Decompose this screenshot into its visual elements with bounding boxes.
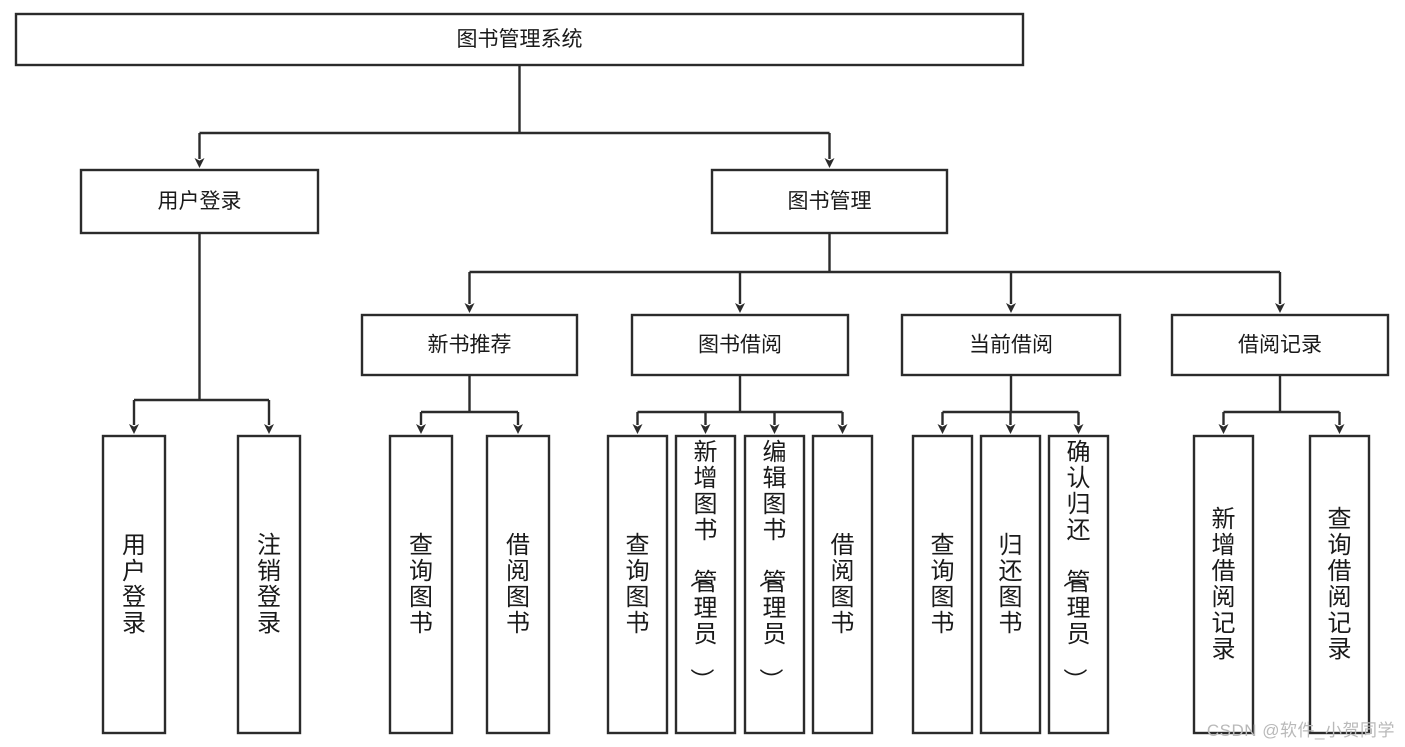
node-label: 查询图书 [626,532,650,637]
node-leaf-4[interactable]: 查询图书 [606,434,669,735]
node-label: 新增借阅记录 [1212,506,1236,663]
node-leaf-3[interactable]: 借阅图书 [485,434,551,735]
node-box [388,434,454,735]
node-leaf-0[interactable]: 用户登录 [101,434,167,735]
node-leaf-11[interactable]: 新增借阅记录 [1192,434,1255,735]
node-box [485,434,551,735]
node-box [674,434,737,735]
node-leaf-8[interactable]: 查询图书 [911,434,974,735]
node-l2-1[interactable]: 图书管理 [710,168,949,235]
node-leaf-2[interactable]: 查询图书 [388,434,454,735]
node-box [630,313,850,377]
node-leaf-10[interactable]: 确认归还（管理员） [1047,434,1110,735]
node-label: 当前借阅 [969,334,1053,357]
node-box [1192,434,1255,735]
node-leaf-12[interactable]: 查询借阅记录 [1308,434,1371,735]
node-box [1047,434,1110,735]
node-label: 用户登录 [158,190,242,213]
node-leaf-1[interactable]: 注销登录 [236,434,302,735]
node-label: 查询图书 [409,532,433,637]
node-leaf-6[interactable]: 编辑图书（管理员） [743,434,806,735]
node-label: 归还图书 [999,532,1023,637]
node-leaf-7[interactable]: 借阅图书 [811,434,874,735]
node-l2-0[interactable]: 用户登录 [79,168,320,235]
node-label: 查询图书 [931,532,955,637]
node-box [911,434,974,735]
node-l3-2[interactable]: 当前借阅 [900,313,1122,377]
node-root-0[interactable]: 图书管理系统 [14,12,1025,67]
node-layer: 图书管理系统用户登录图书管理新书推荐图书借阅当前借阅借阅记录用户登录注销登录查询… [14,12,1390,735]
node-label: 新书推荐 [428,334,512,357]
node-leaf-9[interactable]: 归还图书 [979,434,1042,735]
node-label: 图书管理系统 [457,28,583,51]
node-box [900,313,1122,377]
node-label: 注销登录 [257,532,281,637]
node-leaf-5[interactable]: 新增图书（管理员） [674,434,737,735]
node-label: 新增图书（管理员） [688,439,718,692]
node-box [811,434,874,735]
node-label: 确认归还（管理员） [1061,439,1091,692]
node-box [979,434,1042,735]
node-label: 编辑图书（管理员） [757,439,787,692]
node-l3-0[interactable]: 新书推荐 [360,313,579,377]
node-box [101,434,167,735]
node-label: 图书借阅 [698,334,782,357]
node-box [1170,313,1390,377]
node-label: 用户登录 [122,532,146,637]
node-box [1308,434,1371,735]
node-box [743,434,806,735]
node-box [14,12,1025,67]
node-l3-3[interactable]: 借阅记录 [1170,313,1390,377]
node-box [710,168,949,235]
node-box [360,313,579,377]
node-label: 借阅记录 [1238,334,1322,357]
node-label: 查询借阅记录 [1328,506,1352,663]
node-box [236,434,302,735]
node-box [79,168,320,235]
node-label: 借阅图书 [506,532,530,637]
node-l3-1[interactable]: 图书借阅 [630,313,850,377]
connector-layer [129,65,1345,434]
node-label: 借阅图书 [831,532,855,637]
node-box [606,434,669,735]
node-label: 图书管理 [788,190,872,213]
